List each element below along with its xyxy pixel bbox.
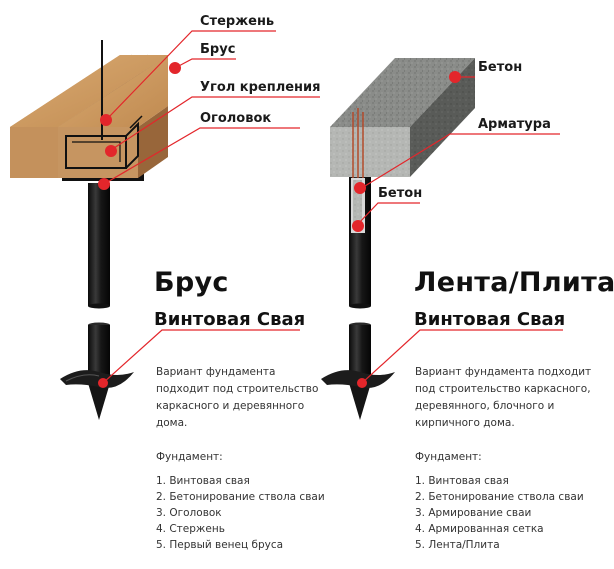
left-callout-lines: [103, 30, 320, 185]
right-subtitle: Винтовая Свая: [414, 309, 566, 330]
right-fundament: Фундамент: 1. Винтовая свая 2. Бетониров…: [415, 449, 584, 553]
list-item: 4. Стержень: [156, 523, 225, 535]
list-item: 2. Бетонирование ствола сваи: [156, 491, 325, 503]
list-item: 2. Бетонирование ствола сваи: [415, 491, 584, 503]
right-description: Вариант фундамента подходит под строител…: [415, 366, 592, 429]
left-callout-markers: [98, 62, 181, 190]
left-fundament-list: 1. Винтовая свая 2. Бетонирование ствола…: [156, 473, 325, 553]
right-pile: [321, 176, 395, 420]
list-item: 5. Лента/Плита: [415, 539, 500, 551]
label-rod: Стержень: [200, 14, 275, 29]
label-beam: Брус: [200, 42, 236, 57]
wood-beam: [10, 54, 168, 181]
left-subtitle: Винтовая Свая: [154, 309, 306, 330]
right-pile-callout-line: [361, 329, 563, 384]
label-concrete-top: Бетон: [478, 60, 523, 75]
left-fundament-label: Фундамент:: [156, 451, 223, 463]
concrete-strip: [330, 58, 475, 178]
left-pile-callout-line: [102, 329, 300, 384]
list-item: 4. Армированная сетка: [415, 523, 544, 535]
right-callout-markers: [352, 71, 461, 232]
label-bracket: Угол крепления: [200, 80, 321, 95]
right-title: Лента/Плита: [414, 267, 614, 298]
list-item: 3. Армирование сваи: [415, 507, 532, 519]
label-rebar: Арматура: [478, 117, 551, 132]
right-fundament-label: Фундамент:: [415, 451, 482, 463]
list-item: 1. Винтовая свая: [415, 475, 509, 487]
left-pile: [60, 183, 134, 420]
right-fundament-list: 1. Винтовая свая 2. Бетонирование ствола…: [415, 473, 584, 553]
left-fundament: Фундамент: 1. Винтовая свая 2. Бетониров…: [156, 449, 325, 553]
label-head: Оголовок: [200, 111, 272, 126]
list-item: 3. Оголовок: [156, 507, 222, 519]
list-item: 1. Винтовая свая: [156, 475, 250, 487]
left-title: Брус: [154, 267, 229, 298]
label-concrete-fill: Бетон: [378, 186, 423, 201]
left-description: Вариант фундамента подходит под строител…: [156, 366, 319, 429]
list-item: 5. Первый венец бруса: [156, 539, 284, 551]
